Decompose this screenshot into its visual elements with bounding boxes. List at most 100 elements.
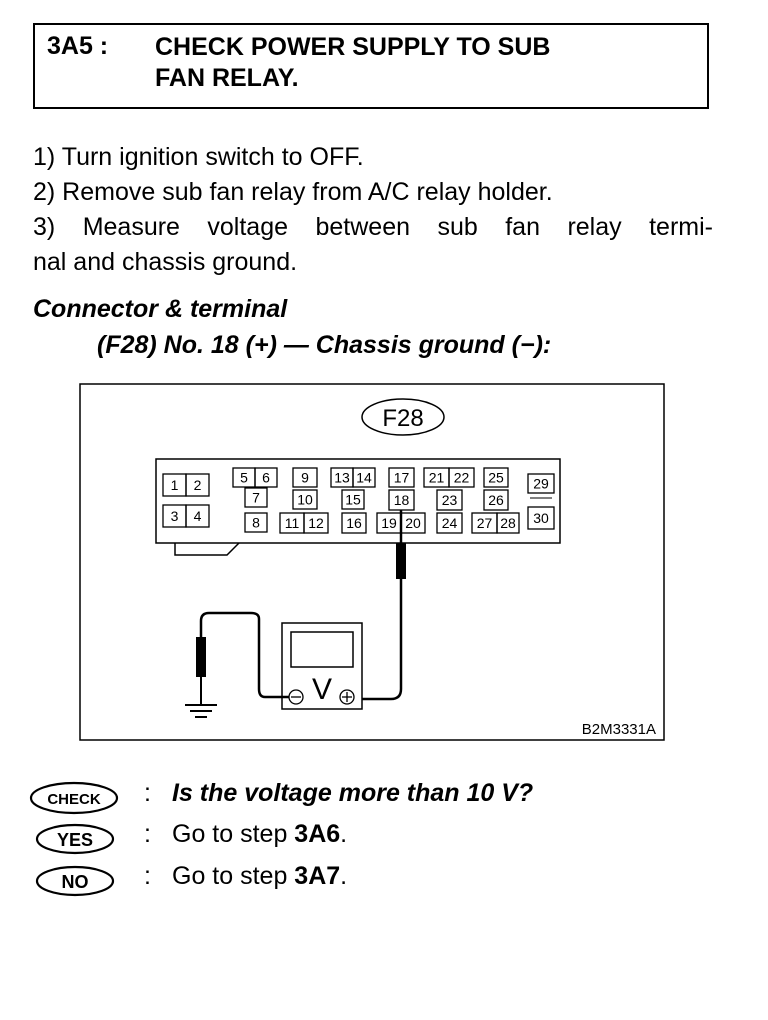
negative-probe [196, 637, 206, 677]
terminal-30-label: 30 [533, 510, 549, 526]
terminal-10-label: 10 [297, 492, 313, 508]
terminal-6-label: 6 [262, 470, 270, 486]
terminal-29-box [527, 473, 555, 494]
terminal-28-box [496, 512, 520, 534]
yes-answer: Go to step 3A6. [172, 820, 347, 849]
terminal-26-box [483, 489, 509, 511]
voltmeter-symbol: V [312, 673, 332, 706]
step-title: CHECK POWER SUPPLY TO SUB FAN RELAY. [155, 32, 695, 94]
terminal-4-box [185, 504, 210, 528]
terminal-18-label: 18 [394, 492, 410, 508]
yes-badge: YES [35, 822, 115, 856]
terminal-3-label: 3 [171, 508, 179, 524]
yes-prefix: Go to step [172, 820, 295, 848]
step-title-line-2: FAN RELAY. [155, 64, 299, 92]
no-row: NO : Go to step 3A7. [29, 862, 729, 902]
terminal-23-label: 23 [442, 492, 458, 508]
terminal-2-label: 2 [194, 477, 202, 493]
terminal-7-label: 7 [252, 490, 260, 506]
terminal-2-box [185, 473, 210, 497]
connector-heading: Connector & terminal [33, 295, 288, 323]
terminal-28-label: 28 [500, 515, 516, 531]
instruction-3-word: voltage [207, 213, 289, 241]
terminal-15-label: 15 [345, 492, 361, 508]
terminal-9-label: 9 [301, 470, 309, 486]
instruction-3-word: termi- [649, 213, 713, 241]
terminal-29-label: 29 [533, 476, 549, 492]
negative-lead [199, 611, 289, 699]
terminal-14-label: 14 [356, 470, 372, 486]
terminal-19-label: 19 [381, 515, 397, 531]
terminal-14-box [352, 467, 376, 488]
no-badge: NO [35, 864, 115, 898]
terminal-13-label: 13 [334, 470, 350, 486]
check-question: Is the voltage more than 10 V? [172, 779, 534, 807]
step-header-box: 3A5 : CHECK POWER SUPPLY TO SUB FAN RELA… [33, 23, 709, 109]
terminal-22-label: 22 [454, 470, 470, 486]
instructions: 1) Turn ignition switch to OFF. 2) Remov… [33, 140, 713, 280]
terminal-6-box [254, 467, 278, 488]
yes-step-link: 3A6 [294, 820, 341, 848]
check-badge: CHECK [29, 781, 119, 815]
yes-colon: : [144, 820, 151, 848]
step-title-line-1: CHECK POWER SUPPLY TO SUB [155, 33, 551, 61]
connector-spec: (F28) No. 18 (+) — Chassis ground (−): [97, 331, 552, 359]
connector-latch [174, 542, 240, 556]
terminal-22-box [448, 467, 475, 488]
diagram-frame [79, 383, 665, 741]
terminal-21-label: 21 [429, 470, 445, 486]
no-suffix: . [340, 862, 348, 890]
check-row: CHECK : Is the voltage more than 10 V? [29, 779, 729, 819]
terminal-17-label: 17 [394, 470, 410, 486]
terminal-16-label: 16 [346, 515, 362, 531]
positive-lead [362, 579, 403, 701]
step-number: 3A5 : [47, 32, 109, 60]
no-answer: Go to step 3A7. [172, 862, 347, 891]
terminal-27-label: 27 [477, 515, 493, 531]
instruction-3-word: relay [567, 213, 622, 241]
terminal-26-label: 26 [488, 492, 504, 508]
terminal-8-box [244, 512, 268, 533]
yes-row: YES : Go to step 3A6. [29, 820, 729, 860]
terminal-15-box [341, 489, 365, 510]
terminal-17-box [388, 467, 415, 488]
no-badge-label: NO [62, 872, 89, 892]
terminal-12-label: 12 [308, 515, 324, 531]
positive-terminal-icon [339, 689, 355, 705]
voltmeter [281, 622, 363, 710]
yes-badge-label: YES [57, 830, 93, 850]
terminal-25-box [483, 467, 509, 488]
terminal-16-box [341, 512, 367, 534]
instruction-3-word: Measure [82, 213, 180, 241]
terminal-7-box [244, 487, 268, 508]
terminal-24-label: 24 [442, 515, 458, 531]
yes-suffix: . [340, 820, 348, 848]
connector-label-oval [361, 398, 445, 436]
instruction-3-word: fan [505, 213, 540, 241]
no-step-link: 3A7 [294, 862, 341, 890]
connector-body [155, 458, 561, 544]
terminal-12-box [303, 512, 329, 534]
terminal-20-label: 20 [405, 515, 421, 531]
terminal-10-box [292, 489, 318, 510]
voltmeter-display [290, 631, 354, 668]
instruction-3-word: between [315, 213, 411, 241]
instruction-1: 1) Turn ignition switch to OFF. [33, 143, 364, 171]
terminal-4-label: 4 [194, 508, 202, 524]
positive-probe [396, 543, 406, 579]
instruction-3-continued: nal and chassis ground. [33, 248, 298, 276]
terminal-30-box [527, 506, 555, 530]
terminal-23-box [436, 489, 463, 511]
terminal-5-label: 5 [240, 470, 248, 486]
instruction-3-word: sub [437, 213, 478, 241]
check-badge-label: CHECK [47, 791, 101, 808]
terminal-24-box [436, 512, 463, 534]
no-colon: : [144, 862, 151, 890]
terminal-1-label: 1 [171, 477, 179, 493]
figure-code: B2M3331A [582, 721, 656, 738]
terminal-8-label: 8 [252, 515, 260, 531]
terminal-11-label: 11 [285, 515, 300, 531]
terminal-9-box [292, 467, 318, 488]
instruction-2: 2) Remove sub fan relay from A/C relay h… [33, 178, 553, 206]
